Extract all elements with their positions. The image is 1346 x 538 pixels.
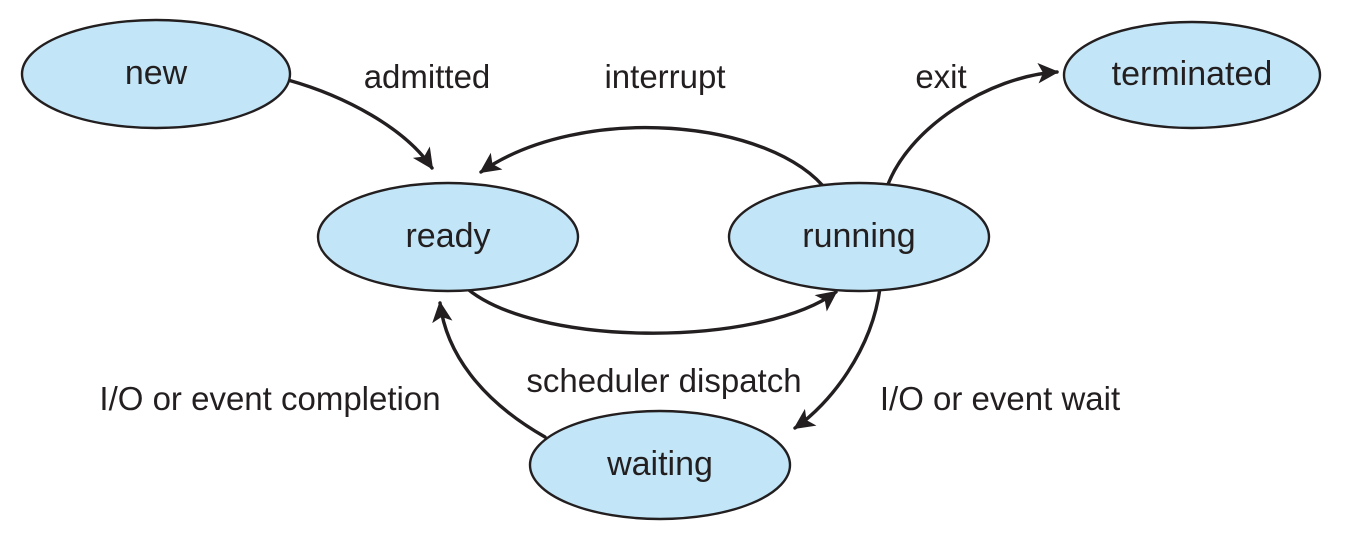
edge-new-to-ready [286,78,434,170]
state-label-new: new [125,54,188,92]
edge-label-ready-to-running: scheduler dispatch [526,362,801,399]
state-ellipse-new [20,18,292,130]
state-ellipse-terminated [1062,20,1322,130]
edge-running-to-ready [479,125,830,194]
state-node-terminated[interactable]: terminated [1062,20,1322,130]
edge-waiting-to-ready [432,300,547,439]
state-node-waiting[interactable]: waiting [528,409,792,521]
edge-running-to-terminated [884,62,1060,192]
nodes-layer: new ready running terminated waiting [20,18,1322,521]
edges-layer [286,62,1060,439]
state-ellipse-ready [316,181,580,293]
state-label-running: running [802,217,915,255]
state-label-ready: ready [405,217,490,255]
edge-label-running-to-ready: interrupt [604,58,725,95]
state-node-new[interactable]: new [20,18,292,130]
edge-label-running-to-terminated: exit [915,58,966,95]
state-ellipse-waiting [528,409,792,521]
state-node-running[interactable]: running [727,181,991,293]
state-label-waiting: waiting [606,445,713,483]
state-label-terminated: terminated [1112,55,1273,93]
edge-labels-layer: admitted interrupt exit scheduler dispatch I… [99,58,1120,417]
state-node-ready[interactable]: ready [316,181,580,293]
edge-label-running-to-waiting: I/O or event wait [880,380,1120,417]
state-ellipse-running [727,181,991,293]
edge-label-waiting-to-ready: I/O or event completion [99,380,440,417]
edge-running-to-waiting [793,286,882,430]
edge-label-new-to-ready: admitted [364,58,491,95]
edge-ready-to-running [461,283,838,335]
